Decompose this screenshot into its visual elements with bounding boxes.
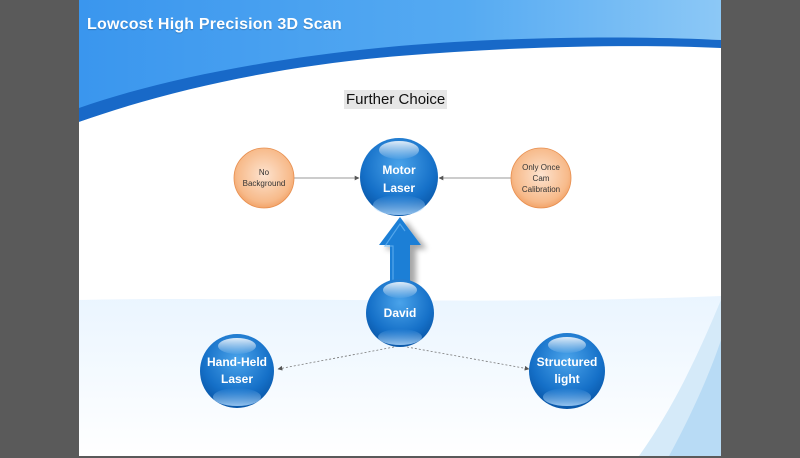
node-structured-light: Structured light [529,333,605,409]
node-motor-laser: Motor Laser [360,138,438,216]
node-calibration-line2: Cam [533,174,550,183]
header-swoosh [79,37,721,122]
up-arrow [379,217,421,282]
node-structured-line2: light [554,372,579,386]
node-david-line1: David [384,306,417,320]
diagram-title: Further Choice [344,90,448,109]
node-structured-line1: Structured [537,355,598,369]
header-band [79,0,721,120]
node-motor-laser-line1: Motor [382,163,416,177]
node-no-background-line2: Background [243,179,286,188]
node-no-background-line1: No [259,168,270,177]
node-hand-held-line2: Laser [221,372,253,386]
node-calibration: Only Once Cam Calibration [510,147,572,209]
slide: Lowcost High Precision 3D Scan Further C… [79,0,721,456]
connector-david-handheld [277,346,395,371]
node-hand-held-laser: Hand-Held Laser [200,334,274,408]
node-calibration-line1: Only Once [522,163,560,172]
connector-david-structured [406,346,530,371]
node-hand-held-line1: Hand-Held [207,355,267,369]
node-david: David [366,279,434,347]
node-motor-laser-line2: Laser [383,181,415,195]
node-no-background: No Background [233,147,295,209]
node-calibration-line3: Calibration [522,185,560,194]
slide-title: Lowcost High Precision 3D Scan [87,16,342,33]
diagram: No Background Only Once Cam Calibration … [200,138,605,409]
